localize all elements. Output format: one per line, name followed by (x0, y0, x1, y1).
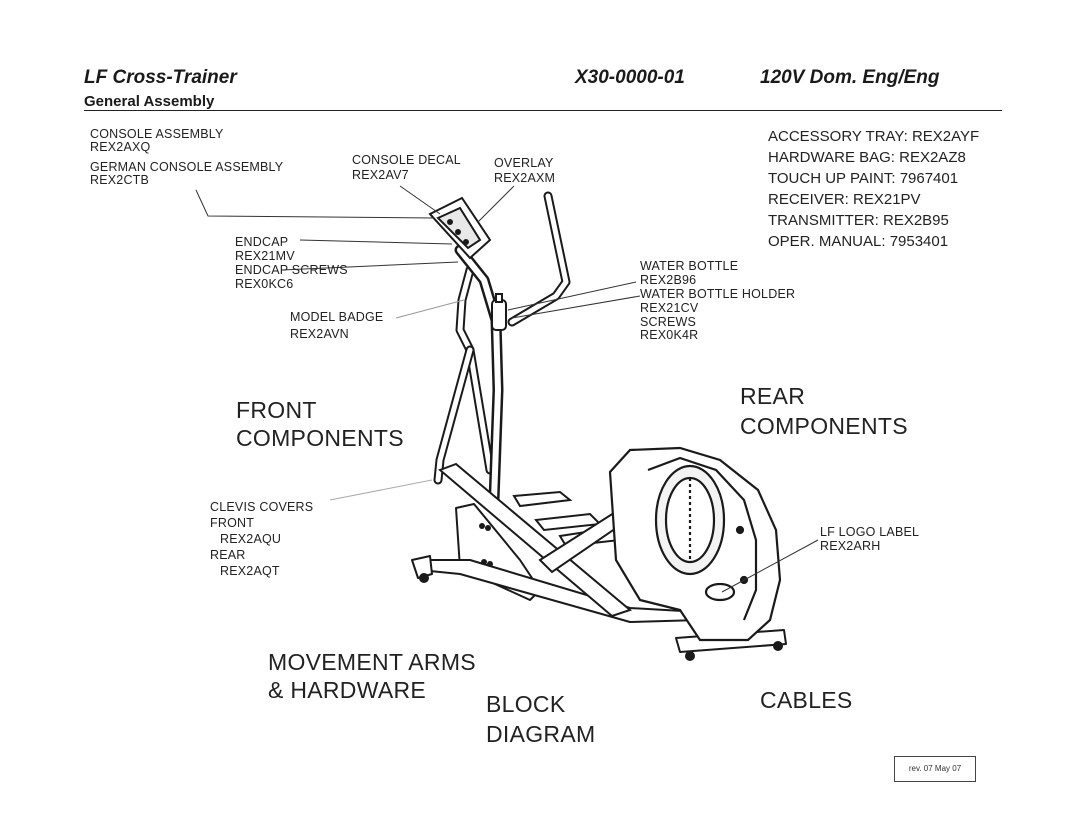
water-bottle-pn: REX2B96 (640, 273, 697, 287)
console (428, 196, 492, 260)
revision-box: rev. 07 May 07 (894, 756, 976, 782)
console-assembly-pn: REX2AXQ (90, 140, 151, 154)
endcap-label: ENDCAP (235, 235, 289, 249)
front-components-line2: COMPONENTS (236, 425, 404, 451)
console-assembly-leader (195, 189, 435, 219)
clevis-rear-pn: REX2AQT (220, 564, 280, 578)
german-console-label: GERMAN CONSOLE ASSEMBLY (90, 160, 284, 174)
water-bottle-holder-pn: REX21CV (640, 301, 699, 315)
voltage-spec: 120V Dom. Eng/Eng (760, 67, 940, 88)
block-diagram-link[interactable]: BLOCK DIAGRAM (486, 690, 595, 748)
block-diagram-line1: BLOCK (486, 691, 566, 717)
lf-logo-label-pn: REX2ARH (820, 539, 881, 553)
console-decal-pn: REX2AV7 (352, 168, 409, 182)
logo-label-leader (721, 539, 819, 593)
accessory-item: RECEIVER: REX21PV (768, 191, 921, 208)
rear-components-line2: COMPONENTS (740, 413, 908, 439)
console-decal-label: CONSOLE DECAL (352, 153, 461, 167)
clevis-leader (329, 479, 433, 501)
clevis-covers-label: CLEVIS COVERS (210, 500, 314, 514)
water-bottle-leader (507, 281, 637, 311)
water-bottle (491, 293, 507, 331)
accessories-list: ACCESSORY TRAY: REX2AYF HARDWARE BAG: RE… (768, 126, 979, 252)
lf-logo-label: LF LOGO LABEL (820, 525, 920, 539)
accessory-item: TOUCH UP PAINT: 7967401 (768, 170, 959, 187)
movement-arms-link[interactable]: MOVEMENT ARMS & HARDWARE (268, 648, 476, 704)
screws-pn: REX0K4R (640, 328, 699, 342)
movement-arms-line2: & HARDWARE (268, 677, 427, 703)
section-title: General Assembly (84, 93, 215, 110)
accessory-item: HARDWARE BAG: REX2AZ8 (768, 149, 966, 166)
endcap-screws-label: ENDCAP SCREWS (235, 263, 348, 277)
front-components-link[interactable]: FRONT COMPONENTS (236, 396, 404, 452)
front-components-line1: FRONT (236, 397, 317, 423)
part-number: X30-0000-01 (575, 67, 685, 88)
header-rule (84, 110, 1002, 111)
accessory-item: TRANSMITTER: REX2B95 (768, 212, 949, 229)
model-badge-label: MODEL BADGE (290, 310, 384, 324)
screws-label: SCREWS (640, 315, 697, 329)
cables-link[interactable]: CABLES (760, 687, 853, 713)
clevis-front-pn: REX2AQU (220, 532, 282, 546)
block-diagram-line2: DIAGRAM (486, 721, 596, 747)
german-console-pn: REX2CTB (90, 173, 150, 187)
model-title: LF Cross-Trainer (84, 67, 237, 88)
clevis-rear-label: REAR (210, 548, 246, 562)
water-bottle-holder-label: WATER BOTTLE HOLDER (640, 287, 796, 301)
endcap-pn: REX21MV (235, 249, 295, 263)
water-bottle-label: WATER BOTTLE (640, 259, 739, 273)
movement-arms-line1: MOVEMENT ARMS (268, 649, 476, 675)
rear-components-link[interactable]: REAR COMPONENTS (740, 382, 908, 440)
clevis-front-label: FRONT (210, 516, 255, 530)
model-badge-pn: REX2AVN (290, 327, 349, 341)
console-assembly-label: CONSOLE ASSEMBLY (90, 127, 224, 141)
overlay-pn: REX2AXM (494, 171, 556, 185)
rear-components-line1: REAR (740, 383, 806, 409)
accessory-item: ACCESSORY TRAY: REX2AYF (768, 128, 980, 145)
endcap-screws-pn: REX0KC6 (235, 277, 294, 291)
accessory-item: OPER. MANUAL: 7953401 (768, 233, 949, 250)
overlay-label: OVERLAY (494, 156, 554, 170)
model-badge-leader (395, 299, 465, 319)
endcap-leader (299, 239, 453, 245)
rear-housing (608, 446, 782, 642)
